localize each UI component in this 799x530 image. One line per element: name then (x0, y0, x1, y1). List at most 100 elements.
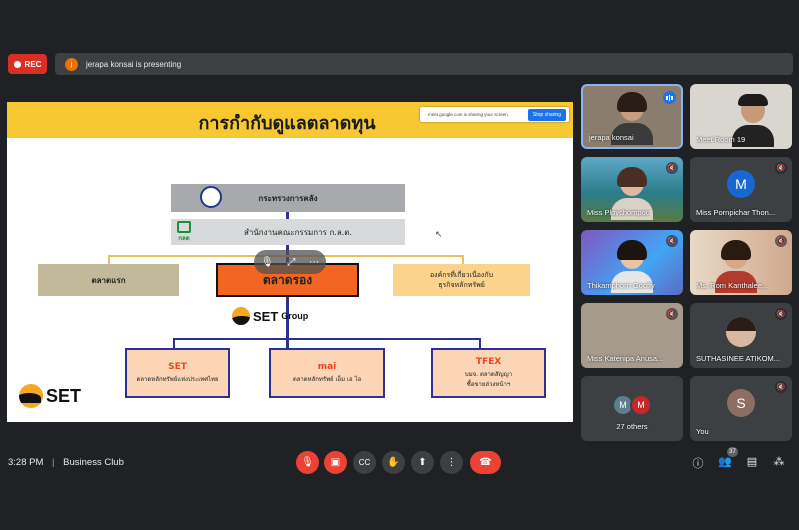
set-group-logo: SET Group (232, 307, 308, 325)
meeting-info: 3:28 PM | Business Club (8, 457, 124, 468)
others-count-label: 27 others (616, 422, 648, 431)
activities-icon: ⁂ (773, 456, 785, 468)
more-vert-icon: ⋮ (446, 457, 457, 468)
participant-tile[interactable]: 🔇 Thikamphorn Gooffy (581, 230, 683, 295)
presentation-overlay-controls[interactable]: 🎙 ⤢ ⋯ (254, 250, 326, 274)
connector-line (173, 338, 481, 340)
participant-name: jerapa konsai (589, 133, 634, 142)
present-button[interactable]: ⬆ (411, 451, 434, 474)
present-icon: ⬆ (418, 457, 427, 468)
participant-name: Ms. Rom Kanthalee... (696, 281, 769, 290)
participant-avatar: M (630, 394, 652, 416)
primary-market-box: ตลาดแรก (38, 264, 179, 296)
sub-org-tfex: TFEX บมจ. ตลาดสัญญา ซื้อขายล่วงหน้าฯ (431, 348, 546, 398)
shared-screen: การกำกับดูแลตลาดทุน meet.google.com is s… (7, 102, 573, 422)
speaking-indicator-icon (663, 91, 676, 104)
clock: 3:28 PM (8, 457, 44, 468)
mic-off-icon: 🔇 (666, 235, 678, 247)
sec-logo-label: กลต (178, 236, 190, 242)
secondary-market-label: ตลาดรอง (262, 272, 313, 287)
slide-title: การกำกับดูแลตลาดทุน (198, 113, 376, 134)
sub-org-set: SET ตลาดหลักทรัพย์แห่งประเทศไทย (125, 348, 230, 398)
raise-hand-icon: ✋ (387, 457, 400, 468)
mic-toggle-button[interactable]: 🎙 (296, 451, 319, 474)
stop-sharing-button[interactable]: Stop sharing (527, 108, 566, 121)
connector-line (462, 255, 464, 264)
participant-tile[interactable]: 🔇 Ms. Rom Kanthalee... (690, 230, 792, 295)
camera-off-icon: ▣ (330, 457, 341, 468)
captions-button[interactable]: CC (353, 451, 376, 474)
connector-line (479, 338, 481, 348)
participant-tile[interactable]: M 🔇 Miss Pornpichar Thon... (690, 157, 792, 222)
mic-off-icon: 🔇 (666, 308, 678, 320)
participant-name: Thikamphorn Gooffy (587, 281, 655, 290)
ministry-label: กระทรวงการคลัง (258, 193, 318, 203)
screen-share-notice: meet.google.com is sharing your screen. … (420, 107, 569, 122)
participant-avatar: S (727, 389, 755, 418)
more-options-button[interactable]: ⋮ (440, 451, 463, 474)
sub-org-desc: บมจ. ตลาดสัญญา ซื้อขายล่วงหน้าฯ (464, 371, 513, 388)
end-call-button[interactable]: ☎ (470, 451, 501, 474)
related-orgs-label: องค์กรที่เกี่ยวเนื่องกับ ธุรกิจหลักทรัพย… (429, 271, 494, 289)
set-logo-icon (19, 384, 43, 408)
sub-org-desc: ตลาดหลักทรัพย์แห่งประเทศไทย (136, 376, 219, 383)
participant-tile[interactable]: Meet Room 19 (690, 84, 792, 149)
presenting-text: jerapa konsai is presenting (86, 59, 182, 69)
others-tile[interactable]: M M 27 others (581, 376, 683, 441)
people-button[interactable]: 👥 (718, 455, 732, 468)
fullscreen-icon[interactable]: ⤢ (287, 256, 296, 268)
participant-name: Miss Katenipa Anusa... (587, 354, 664, 363)
mic-off-icon: 🔇 (775, 308, 787, 320)
camera-toggle-button[interactable]: ▣ (324, 451, 347, 474)
mouse-cursor-icon: ↖ (435, 229, 443, 239)
primary-market-label: ตลาดแรก (91, 275, 126, 285)
sec-office-label: สำนักงานคณะกรรมการ ก.ล.ต. (243, 227, 353, 237)
mic-off-icon: 🔇 (666, 162, 678, 174)
connector-line (173, 338, 175, 348)
end-call-icon: ☎ (479, 457, 492, 468)
raise-hand-button[interactable]: ✋ (382, 451, 405, 474)
ministry-emblem-icon (200, 186, 222, 208)
meeting-details-button[interactable]: ⓘ (691, 455, 705, 471)
recording-badge: REC (8, 54, 47, 74)
participant-name: Miss Ploychompoo (587, 208, 650, 217)
sec-logo-icon: กลต (173, 221, 195, 243)
mic-off-icon[interactable]: 🎙 (260, 256, 274, 268)
participant-tile[interactable]: S 🔇 You (690, 376, 792, 441)
set-group-brand: SET (253, 308, 279, 324)
participant-tile[interactable]: 🔇 Miss Katenipa Anusa... (581, 303, 683, 368)
set-logo: SET (19, 384, 81, 408)
sub-org-title: TFEX (475, 357, 502, 367)
sub-org-title: SET (168, 362, 187, 372)
activities-button[interactable]: ⁂ (772, 455, 786, 468)
people-icon: 👥 (718, 456, 732, 468)
participant-name: SUTHASINEE ATIKOM... (696, 354, 781, 363)
share-notice-text: meet.google.com is sharing your screen. (428, 112, 510, 117)
meeting-name: Business Club (63, 457, 124, 468)
participant-name: Meet Room 19 (696, 135, 746, 144)
participant-tile[interactable]: 🔇 SUTHASINEE ATIKOM... (690, 303, 792, 368)
presenting-banner: j jerapa konsai is presenting (55, 53, 793, 75)
set-circle-icon (232, 307, 250, 325)
connector-line (108, 255, 110, 264)
mic-off-icon: 🎙 (301, 457, 314, 468)
related-orgs-box: องค์กรที่เกี่ยวเนื่องกับ ธุรกิจหลักทรัพย… (393, 264, 530, 296)
participant-avatar (726, 317, 756, 347)
mic-off-icon: 🔇 (775, 162, 787, 174)
participant-tile[interactable]: 🔇 Miss Ploychompoo (581, 157, 683, 222)
others-avatars: M M (612, 394, 652, 416)
sub-org-mai: mai ตลาดหลักทรัพย์ เอ็ม เอ ไอ (269, 348, 385, 398)
mic-off-icon: 🔇 (775, 381, 787, 393)
sub-org-title: mai (317, 362, 337, 372)
chat-button[interactable]: ▤ (745, 455, 759, 468)
sec-office-box: สำนักงานคณะกรรมการ ก.ล.ต. (171, 219, 405, 245)
chat-icon: ▤ (746, 456, 758, 468)
people-count-badge: 37 (727, 447, 738, 457)
info-icon: ⓘ (692, 458, 704, 470)
more-icon[interactable]: ⋯ (309, 256, 320, 268)
participant-name: You (696, 427, 709, 436)
participant-name: Miss Pornpichar Thon... (696, 208, 776, 217)
sub-org-desc: ตลาดหลักทรัพย์ เอ็ม เอ ไอ (292, 376, 362, 383)
presenter-avatar: j (65, 57, 78, 71)
participant-tile[interactable]: jerapa konsai (581, 84, 683, 149)
